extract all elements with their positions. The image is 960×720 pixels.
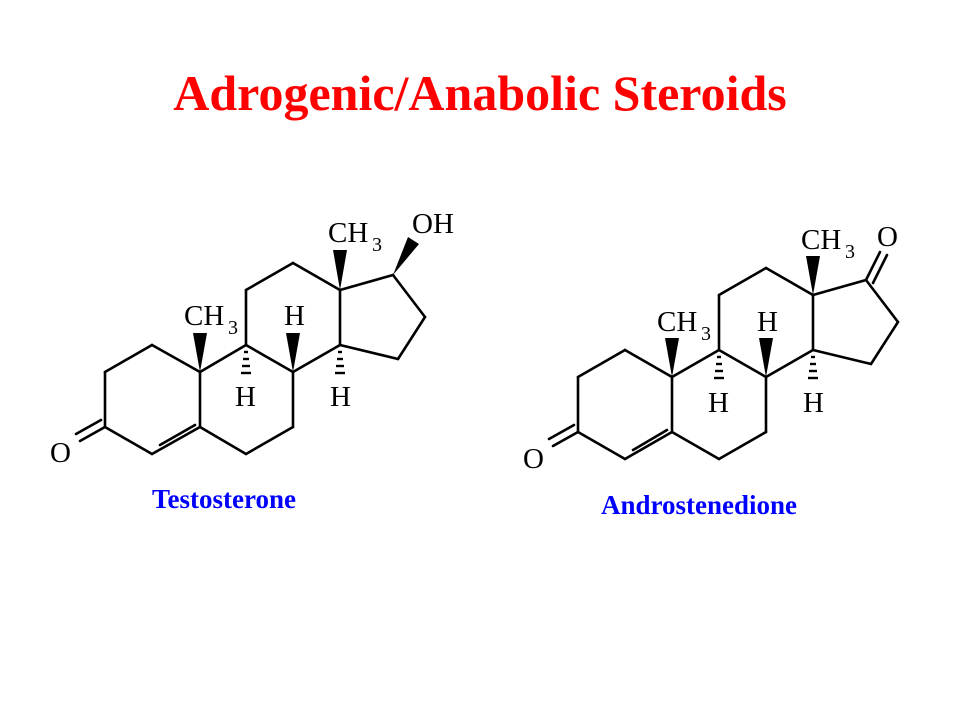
h-label-c9: H bbox=[708, 387, 729, 419]
atom-labels: CH 3 CH 3 O H H H O bbox=[523, 221, 898, 475]
hydroxyl-label: OH bbox=[412, 208, 454, 240]
methyl-subscript-c13: 3 bbox=[372, 234, 382, 256]
ketone-label-c17: O bbox=[877, 221, 898, 253]
ketone-label-c3: O bbox=[50, 437, 71, 469]
testosterone-label: Testosterone bbox=[152, 484, 296, 514]
ring-bonds bbox=[547, 250, 900, 461]
androstenedione-label: Androstenedione bbox=[601, 490, 798, 520]
h-label-c8: H bbox=[757, 306, 778, 338]
methyl-subscript-c10: 3 bbox=[228, 317, 238, 339]
h-label-c14: H bbox=[330, 381, 351, 413]
ketone-label-c3: O bbox=[523, 443, 544, 475]
methyl-label-c13: CH bbox=[328, 217, 368, 249]
methyl-subscript-c10: 3 bbox=[701, 323, 711, 345]
h-label-c8: H bbox=[284, 300, 305, 332]
atom-labels: CH 3 CH 3 OH H H H O bbox=[50, 208, 454, 469]
methyl-label-c10: CH bbox=[657, 306, 697, 338]
ring-bonds bbox=[74, 261, 427, 456]
methyl-subscript-c13: 3 bbox=[845, 241, 855, 263]
methyl-label-c13: CH bbox=[801, 224, 841, 256]
methyl-label-c10: CH bbox=[184, 300, 224, 332]
stereo-bonds bbox=[193, 237, 419, 375]
h-label-c14: H bbox=[803, 387, 824, 419]
stereo-bonds bbox=[665, 256, 820, 380]
h-label-c9: H bbox=[235, 381, 256, 413]
slide-title: Adrogenic/Anabolic Steroids bbox=[173, 65, 787, 121]
